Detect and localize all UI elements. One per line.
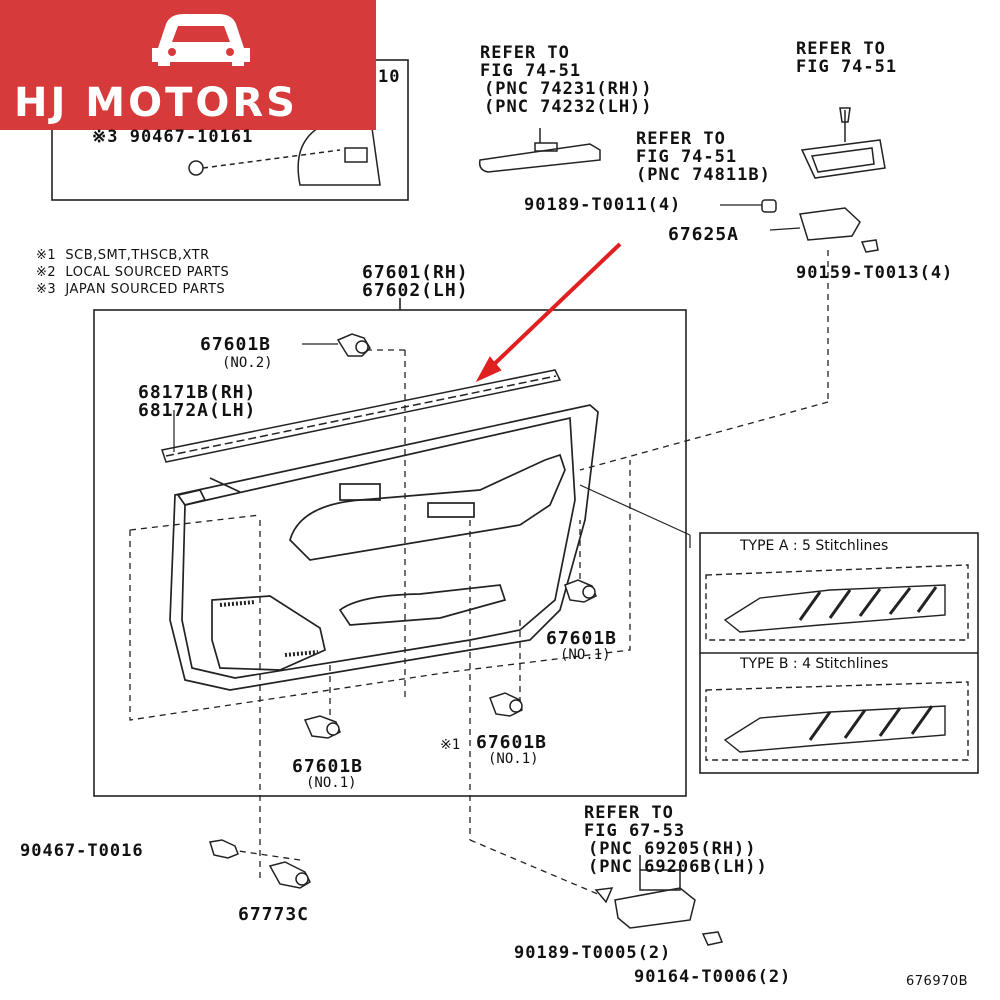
inset-part-bottom: ※3 90467-10161 [92, 127, 254, 147]
type-b-drawing [705, 681, 969, 761]
part-clip-right: 67601B [546, 628, 618, 649]
ref-cup-2: FIG 74-51 [796, 57, 898, 77]
clip-right-icon [564, 579, 597, 603]
part-68171b-rh: 68171B(RH) [138, 382, 257, 403]
part-clip-no2: 67601B [200, 334, 272, 355]
note-2: ※2 LOCAL SOURCED PARTS [36, 265, 230, 280]
weatherstrip-part [161, 369, 562, 463]
type-a-drawing [705, 564, 969, 641]
ref-armrest-2: FIG 74-51 [480, 61, 582, 81]
part-clip-mid-prefix: ※1 [440, 737, 461, 753]
ref-armrest-1: REFER TO [480, 43, 570, 63]
figure-code: 676970B [906, 974, 969, 989]
part-90467: 90467-T0016 [20, 841, 144, 861]
door-trim-panel [169, 404, 599, 691]
part-clip-mid-sub: (NO.1) [488, 751, 539, 767]
part-clip-left-sub: (NO.1) [306, 775, 357, 791]
cup-holder-part [800, 107, 886, 179]
highlight-arrow [475, 242, 622, 383]
bracket-part [761, 199, 879, 253]
clip-mid-icon [489, 692, 523, 717]
ref-handle-3: (PNC 69205(RH)) [588, 839, 757, 859]
ref-handle-2: FIG 67-53 [584, 821, 686, 841]
note-3: ※3 JAPAN SOURCED PARTS [36, 282, 226, 297]
ref-cup-1: REFER TO [796, 39, 886, 59]
ref-ashtray-1: REFER TO [636, 129, 726, 149]
part-68172a-lh: 68172A(LH) [138, 400, 257, 421]
part-90159: 90159-T0013(4) [796, 263, 954, 283]
part-90189-top: 90189-T0011(4) [524, 195, 682, 215]
ref-ashtray-2: FIG 74-51 [636, 147, 738, 167]
washer-90189-icon [594, 887, 614, 904]
type-a-label: TYPE A : 5 Stitchlines [740, 538, 889, 554]
part-67773c-icon [268, 861, 311, 889]
ref-armrest-4: (PNC 74232(LH)) [484, 97, 653, 117]
part-67601-rh: 67601(RH) [362, 262, 469, 283]
car-icon [152, 14, 250, 66]
ref-armrest-3: (PNC 74231(RH)) [484, 79, 653, 99]
inset-part-tail: 10 [378, 67, 401, 87]
clip-no2-icon [336, 333, 371, 357]
ref-handle-4: (PNC 69206B(LH)) [588, 857, 768, 877]
screw-90467-icon [209, 839, 239, 859]
type-b-label: TYPE B : 4 Stitchlines [740, 656, 889, 672]
part-67602-lh: 67602(LH) [362, 280, 469, 301]
part-clip-left: 67601B [292, 756, 364, 777]
clip-left-icon [303, 715, 341, 739]
part-clip-right-sub: (NO.1) [560, 647, 611, 663]
screw-90164-icon [701, 931, 724, 946]
part-90189-bot: 90189-T0005(2) [514, 943, 672, 963]
part-90164: 90164-T0006(2) [634, 967, 792, 987]
part-clip-mid: 67601B [476, 732, 548, 753]
brand-name: HJ MOTORS [14, 80, 298, 126]
panel-frame [93, 309, 687, 797]
armrest-part [478, 128, 601, 173]
note-1: ※1 SCB,SMT,THSCB,XTR [36, 248, 210, 263]
handle-part [614, 855, 696, 929]
part-clip-no2-sub: (NO.2) [222, 355, 273, 371]
ref-ashtray-3: (PNC 74811B) [636, 165, 771, 185]
part-67773c: 67773C [238, 904, 310, 925]
part-67625a: 67625A [668, 224, 740, 245]
ref-handle-1: REFER TO [584, 803, 674, 823]
brand-banner: HJ MOTORS [0, 0, 376, 130]
clip-icons [209, 333, 724, 946]
